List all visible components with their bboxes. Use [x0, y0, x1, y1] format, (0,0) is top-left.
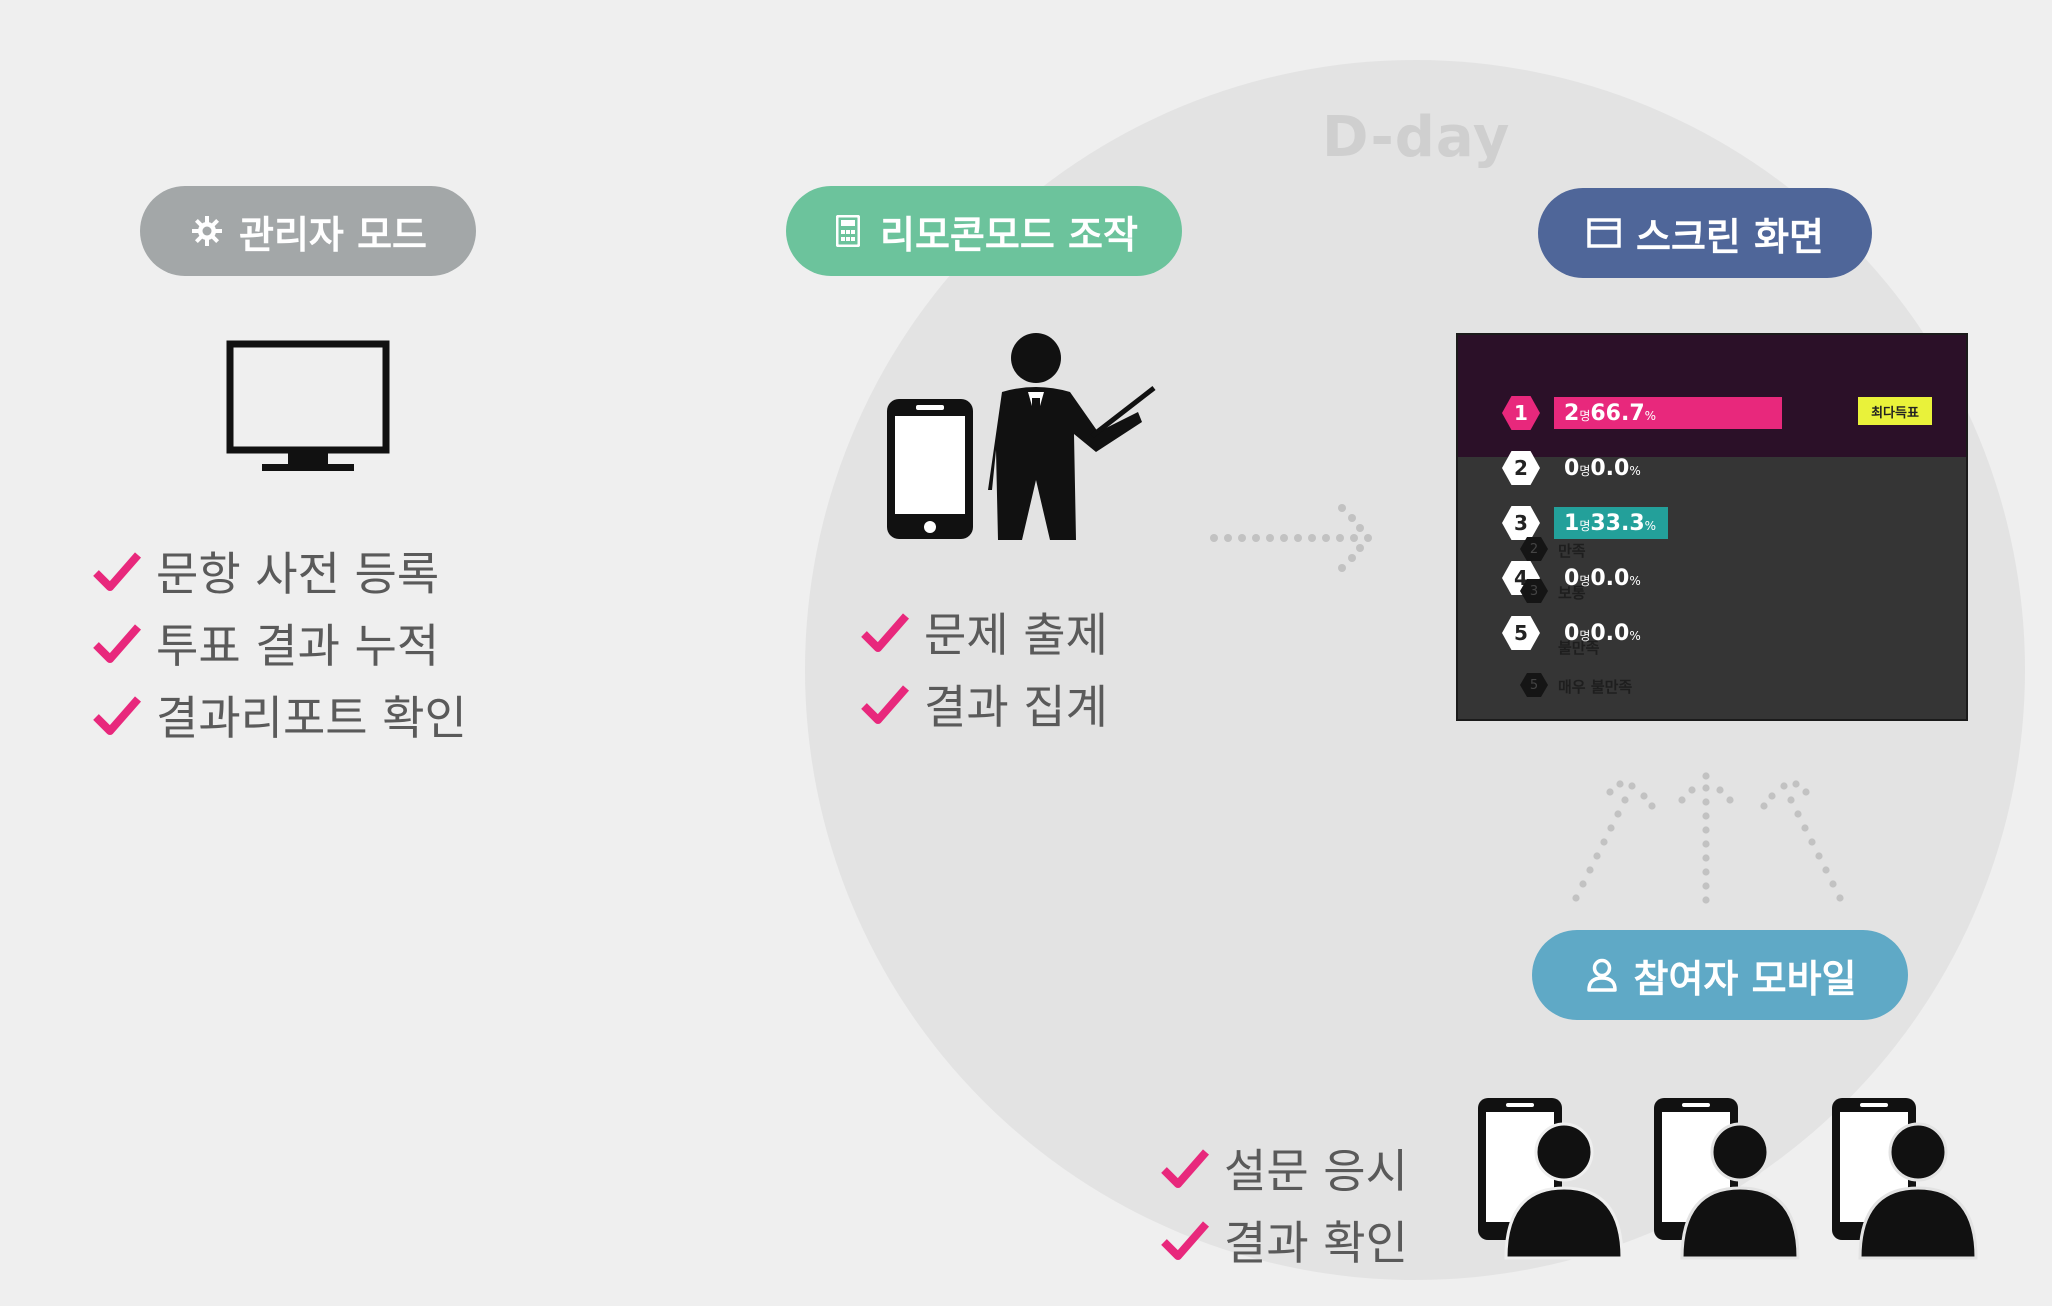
percent-sign: % — [1644, 408, 1657, 423]
rank-hex: 1 — [1502, 396, 1540, 430]
percent-sign: % — [1644, 518, 1657, 533]
admin-mode-title: 관리자 모드 — [238, 212, 428, 257]
rank-hex: 3 — [1502, 506, 1540, 540]
remote-mode-pill: 리모콘모드 조작 — [786, 186, 1182, 276]
screen-pill: 스크린 화면 — [1538, 188, 1872, 278]
list-item: 설문 응시 — [1160, 1132, 1408, 1204]
vote-unit: 명 — [1579, 628, 1591, 643]
dday-label: D-day — [1322, 105, 1511, 170]
ghost-label: 보통 — [1558, 584, 1586, 602]
vote-percent: 0.0 — [1590, 455, 1630, 481]
dotted-arrows-up — [1570, 768, 1860, 912]
participant-title: 참여자 모바일 — [1633, 956, 1857, 1001]
screen-title: 스크린 화면 — [1635, 214, 1825, 259]
result-bar: 0명0.0% — [1554, 617, 1674, 649]
mobile-user-icon — [1476, 1096, 1636, 1264]
admin-check-list: 문항 사전 등록 투표 결과 누적 결과리포트 확인 — [92, 535, 467, 751]
scoreboard-header-band — [1458, 335, 1966, 457]
remote-check-list: 문제 출제 결과 집계 — [860, 596, 1108, 740]
top-vote-badge: 최다득표 — [1858, 397, 1932, 425]
monitor-icon — [226, 340, 390, 478]
mobile-user-icon — [1652, 1096, 1812, 1264]
result-bar: 2명66.7% — [1554, 397, 1782, 429]
vote-unit: 명 — [1579, 463, 1591, 478]
list-item: 결과 확인 — [1160, 1204, 1408, 1276]
vote-unit: 명 — [1579, 573, 1591, 588]
vote-count: 2 — [1564, 400, 1580, 426]
participant-check-list: 설문 응시 결과 확인 — [1160, 1132, 1408, 1276]
admin-mode-pill: 관리자 모드 — [140, 186, 476, 276]
vote-percent: 0.0 — [1590, 565, 1630, 591]
vote-unit: 명 — [1579, 518, 1591, 533]
user-icon — [1584, 957, 1620, 993]
check-icon — [93, 552, 142, 591]
vote-unit: 명 — [1579, 408, 1591, 423]
smartphone-icon — [884, 396, 976, 546]
list-item: 투표 결과 누적 — [92, 607, 467, 679]
ghost-number: 5 — [1520, 673, 1548, 697]
remote-mode-title: 리모콘모드 조작 — [880, 212, 1138, 257]
percent-sign: % — [1629, 628, 1641, 643]
gear-icon — [189, 213, 225, 249]
dotted-arrow-right — [1210, 502, 1376, 578]
check-icon — [861, 613, 910, 652]
percent-sign: % — [1629, 573, 1641, 588]
ghost-label: 만족 — [1558, 542, 1586, 560]
list-item: 문제 출제 — [860, 596, 1108, 668]
rank-hex: 2 — [1502, 451, 1540, 485]
list-item: 결과 집계 — [860, 668, 1108, 740]
mobile-user-icon — [1830, 1096, 1990, 1264]
vote-count: 0 — [1564, 565, 1580, 591]
vote-count: 1 — [1564, 510, 1580, 536]
participant-pill: 참여자 모바일 — [1532, 930, 1908, 1020]
list-item: 결과리포트 확인 — [92, 679, 467, 751]
vote-percent: 66.7 — [1590, 400, 1645, 426]
vote-count: 0 — [1564, 455, 1580, 481]
ghost-label: 매우 불만족 — [1558, 678, 1633, 696]
window-icon — [1586, 215, 1622, 251]
check-icon — [861, 685, 910, 724]
vote-percent: 33.3 — [1590, 510, 1645, 536]
ghost-label: 불만족 — [1558, 639, 1600, 657]
check-icon — [93, 624, 142, 663]
result-bar: 0명0.0% — [1554, 562, 1674, 594]
result-bar: 1명33.3% — [1554, 507, 1668, 539]
calculator-icon — [830, 213, 866, 249]
list-item: 문항 사전 등록 — [92, 535, 467, 607]
check-icon — [1161, 1149, 1210, 1188]
presenter-icon — [988, 330, 1158, 550]
rank-hex: 5 — [1502, 616, 1540, 650]
check-icon — [93, 696, 142, 735]
vote-count: 0 — [1564, 620, 1580, 646]
result-bar: 0명0.0% — [1554, 452, 1674, 484]
check-icon — [1161, 1221, 1210, 1260]
percent-sign: % — [1629, 463, 1641, 478]
vote-percent: 0.0 — [1590, 620, 1630, 646]
